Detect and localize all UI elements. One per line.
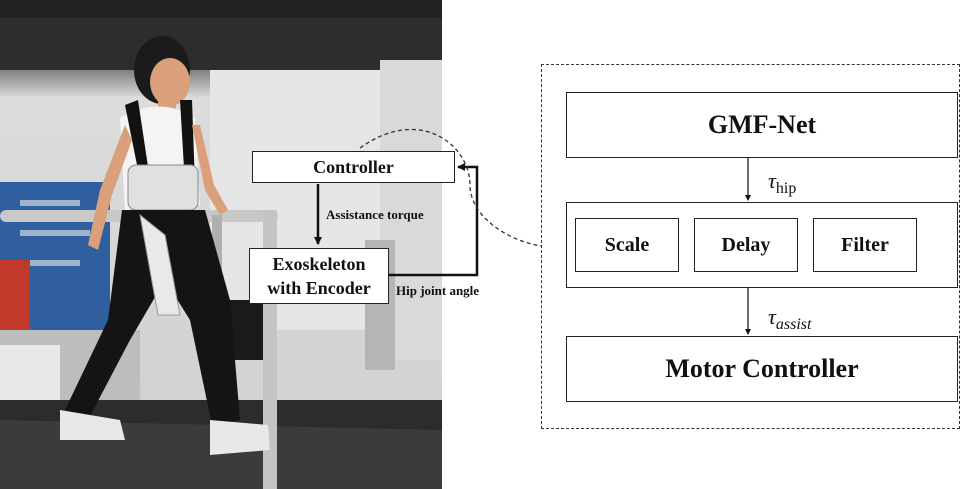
- scale-block: Scale: [575, 218, 679, 272]
- tau-hip-label: τhip: [768, 168, 796, 198]
- tau-hip-subscript: hip: [775, 180, 797, 197]
- gmf-net-block: GMF-Net: [566, 92, 958, 158]
- filter-block: Filter: [813, 218, 917, 272]
- assistance-torque-label: Assistance torque: [326, 207, 424, 222]
- tau-assist-subscript: assist: [775, 316, 812, 333]
- hip-joint-angle-label: Hip joint angle: [396, 283, 480, 298]
- tau-hip-symbol: τ: [768, 168, 776, 193]
- tau-assist-label: τassist: [768, 304, 811, 334]
- pipeline-frame: [541, 64, 960, 429]
- controller-label: Controller: [252, 151, 455, 183]
- motor-controller-block: Motor Controller: [566, 336, 958, 402]
- experiment-photo: [0, 0, 442, 489]
- exoskeleton-label-line-2: with Encoder: [267, 278, 371, 298]
- exoskeleton-encoder-label: Exoskeleton with Encoder: [249, 248, 389, 304]
- exoskeleton-label-line-1: Exoskeleton: [272, 254, 366, 274]
- delay-block: Delay: [694, 218, 798, 272]
- tau-assist-symbol: τ: [768, 304, 776, 329]
